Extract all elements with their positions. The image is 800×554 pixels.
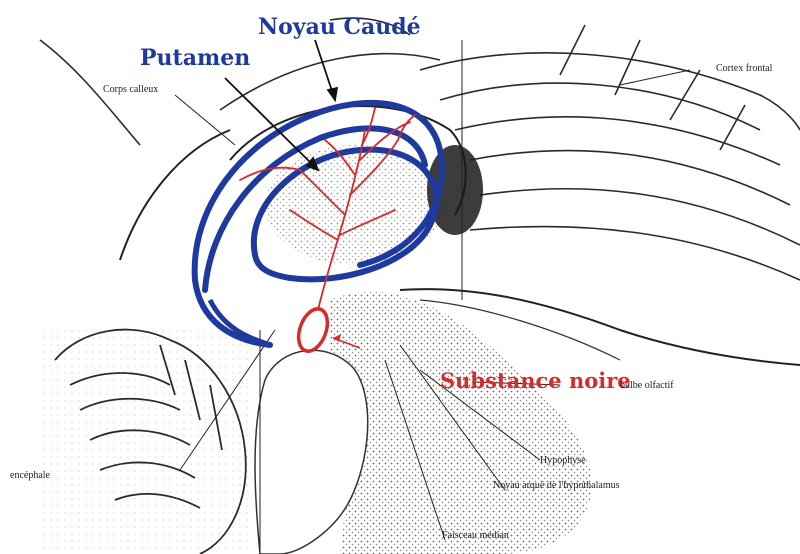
label-hypophyse: Hypophyse [540,455,586,466]
label-substance-noire: Substance noire [440,368,631,393]
substantia-nigra [293,305,332,355]
label-noyau-arque: Noyau arqué de l'hypothalamus [493,480,620,491]
label-bulbe-olfactif: bulbe olfactif [620,380,674,391]
label-cortex-frontal: Cortex frontal [716,63,772,74]
label-encephale: encéphale [10,470,50,481]
label-putamen: Putamen [140,45,250,71]
label-noyau-caude: Noyau Caudé [258,14,421,40]
label-corps-calleux: Corps calleux [103,84,158,95]
label-faisceau-median: Faisceau médian [442,530,509,541]
